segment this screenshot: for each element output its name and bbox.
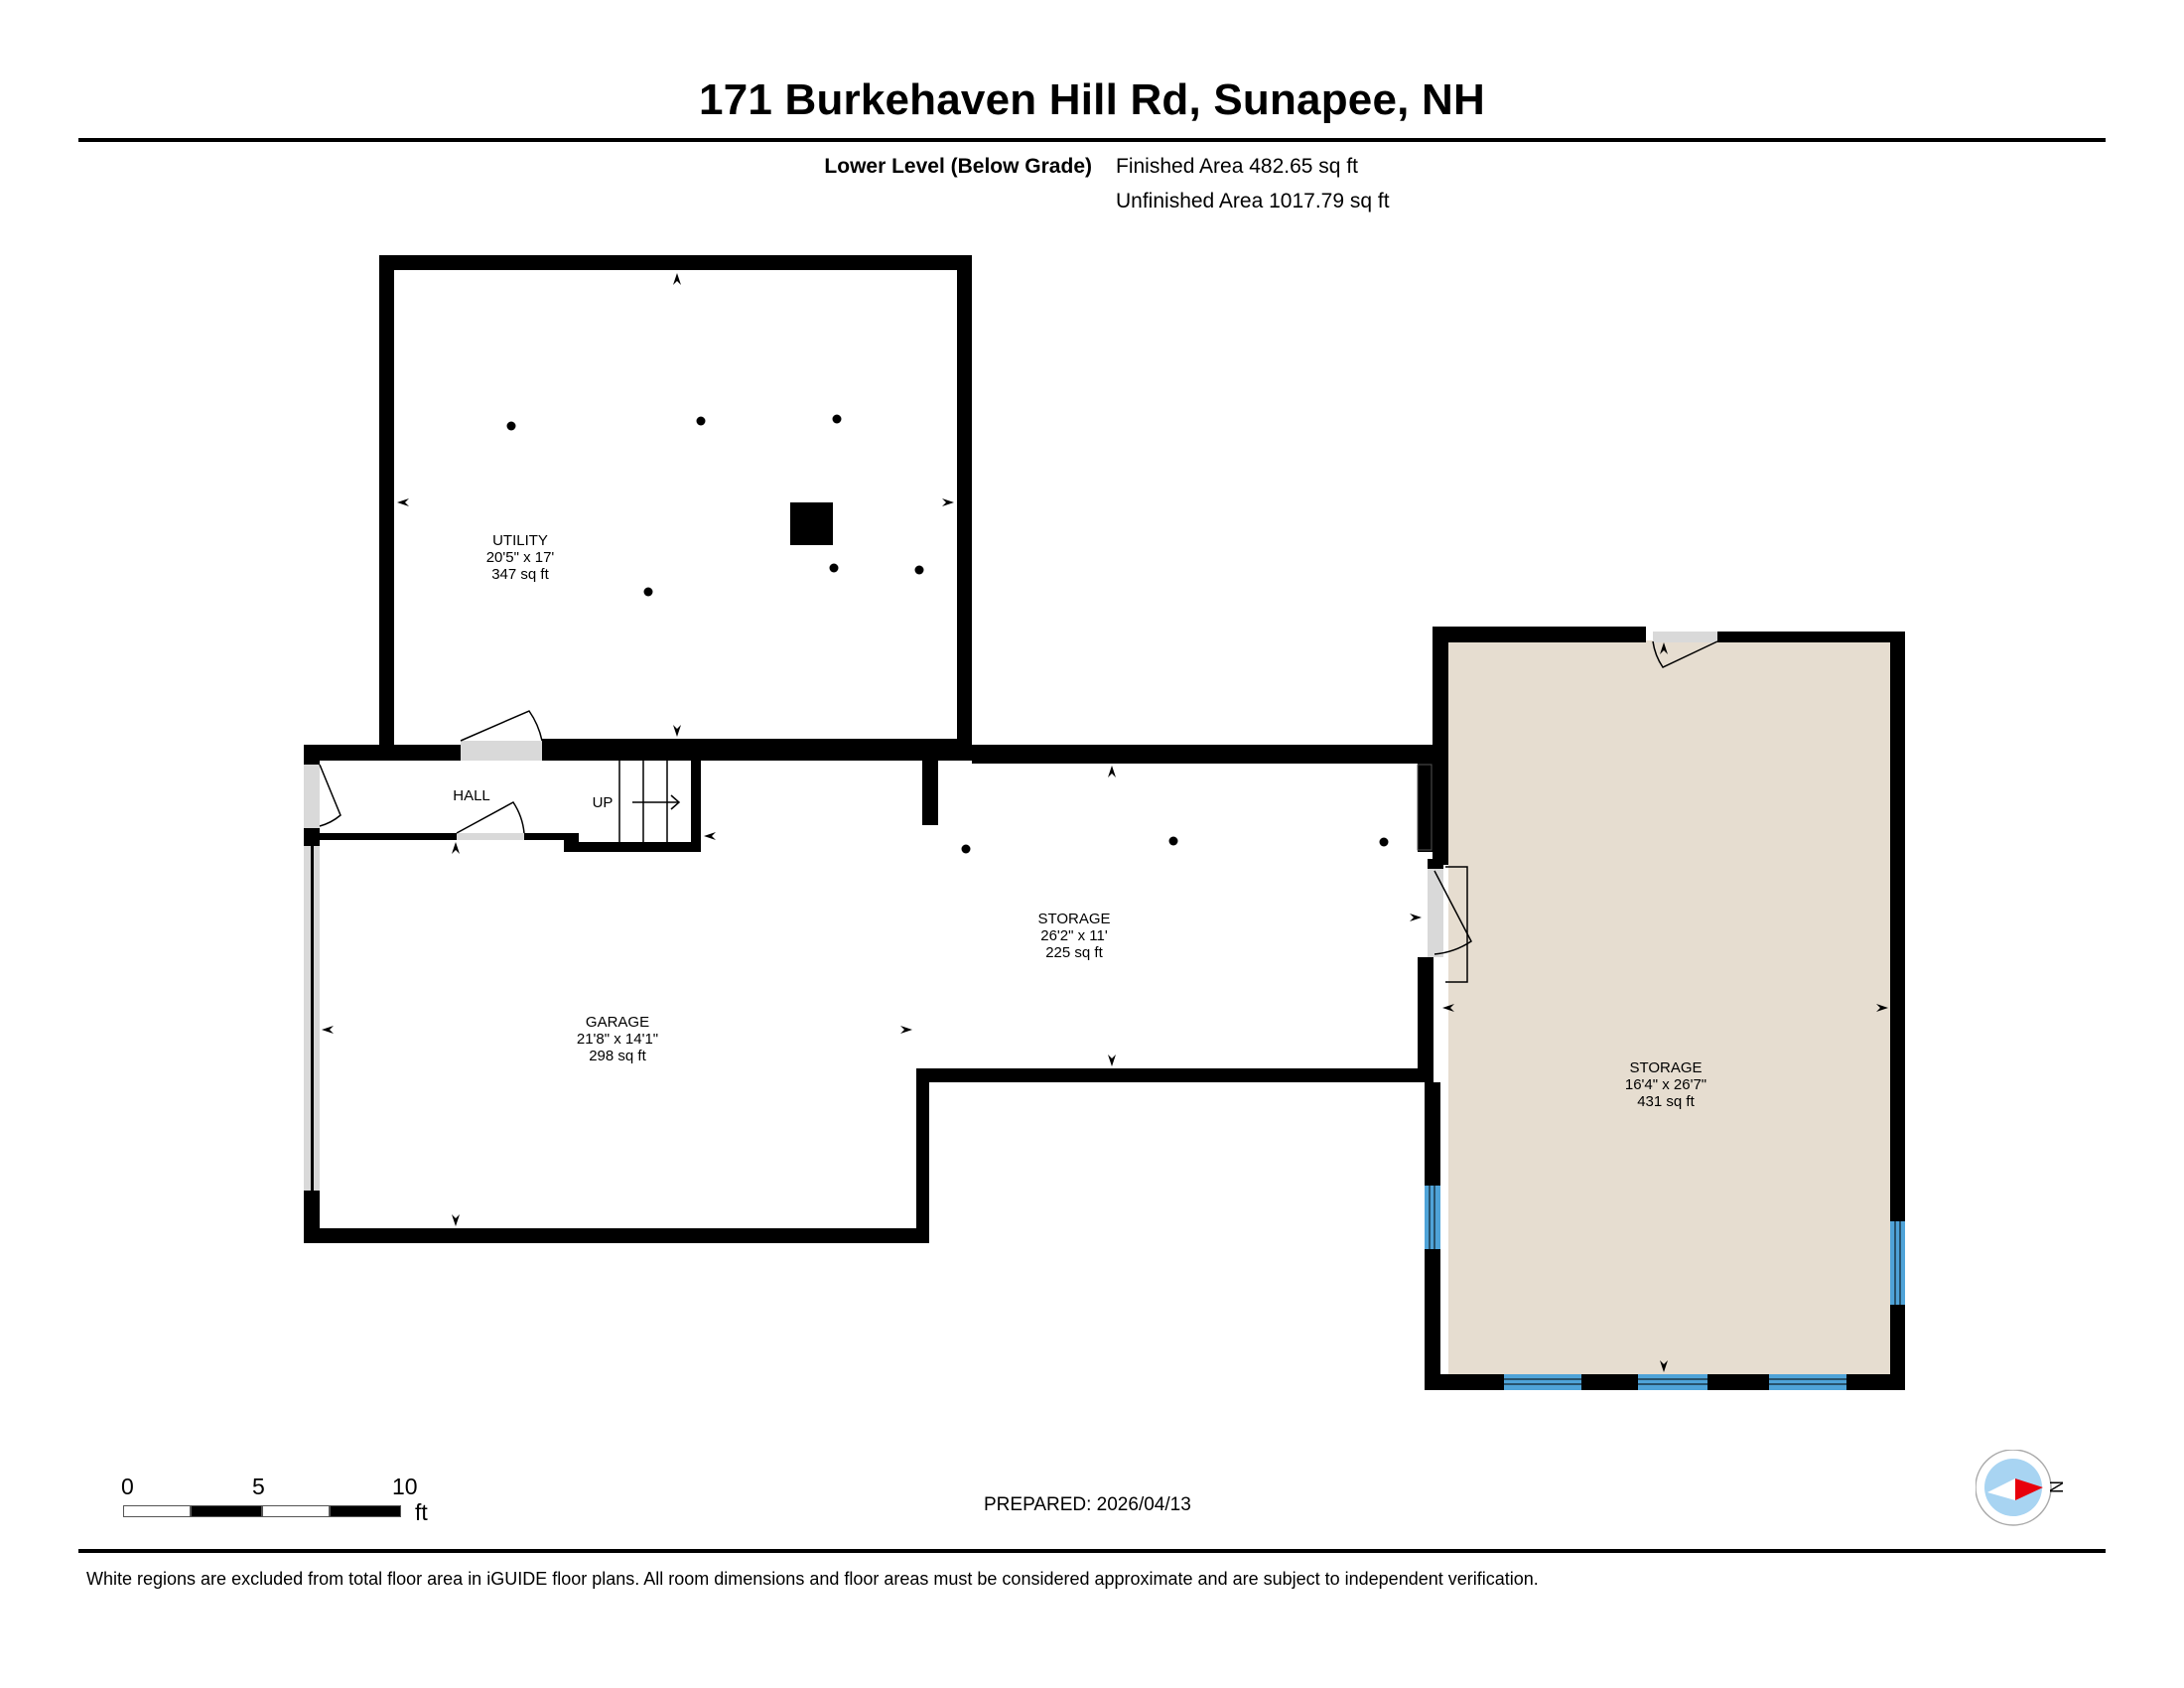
unfinished-area: Unfinished Area 1017.79 sq ft [1116, 190, 1390, 212]
utility-column [790, 502, 833, 545]
page-title: 171 Burkehaven Hill Rd, Sunapee, NH [699, 75, 1485, 124]
disclaimer: White regions are excluded from total fl… [86, 1569, 1539, 1589]
storage-large-area: 431 sq ft [1637, 1093, 1695, 1110]
utility-walls [304, 255, 972, 761]
hall-walls [304, 745, 701, 852]
hall-dimension-arrows [452, 832, 716, 854]
storage-middle-walls [922, 745, 1443, 1082]
header-divider [78, 138, 2106, 142]
garage-label: GARAGE [586, 1014, 649, 1031]
stairs [618, 761, 681, 842]
storage-door-frame [1445, 866, 1468, 983]
storage-large-label: STORAGE [1629, 1059, 1702, 1076]
utility-door-threshold [461, 741, 542, 761]
scale-tick-5: 5 [252, 1474, 265, 1499]
garage-dimension-arrows [322, 1026, 912, 1226]
storage-middle-label: STORAGE [1037, 911, 1110, 927]
scale-tick-0: 0 [121, 1474, 134, 1499]
scale-segment [262, 1505, 330, 1517]
storage-middle-cabinet [1417, 764, 1433, 851]
prepared-date: PREPARED: 2026/04/13 [984, 1494, 1191, 1515]
hall-label: HALL [453, 787, 490, 804]
scale-unit: ft [415, 1499, 428, 1525]
hall-garage-door-swing [456, 801, 525, 834]
garage-dimensions: 21'8" x 14'1" [577, 1031, 658, 1048]
stairs-up-label: UP [593, 794, 614, 811]
storage-door-swing [1433, 870, 1472, 955]
utility-door-swing [460, 710, 543, 742]
compass-north-label: N [2046, 1480, 2065, 1493]
hall-garage-door-threshold [457, 833, 524, 840]
storage-large-dimensions: 16'4" x 26'7" [1625, 1076, 1706, 1093]
hall-exterior-door-swing [319, 764, 341, 827]
scale-bar: 0 5 10 ft [119, 1474, 447, 1533]
garage-door-track [311, 846, 314, 1191]
utility-posts [506, 414, 924, 597]
storage-middle-area: 225 sq ft [1045, 944, 1103, 961]
storage-door-threshold [1428, 869, 1443, 957]
north-compass-icon: N [1976, 1450, 2065, 1526]
footer-divider [78, 1549, 2106, 1553]
storage-middle-dimension-arrows [1108, 766, 1422, 1066]
utility-label: UTILITY [492, 532, 548, 549]
utility-area: 347 sq ft [491, 566, 549, 583]
hall-exterior-door-threshold [304, 765, 320, 828]
garage-area: 298 sq ft [589, 1048, 646, 1064]
utility-dimension-arrows [397, 273, 954, 737]
scale-segment [191, 1505, 262, 1517]
storage-middle-posts [961, 836, 1389, 854]
level-name: Lower Level (Below Grade) [824, 155, 1092, 178]
garage-walls [304, 1068, 1433, 1243]
storage-large-dimension-arrows [1442, 642, 1888, 1372]
finished-area: Finished Area 482.65 sq ft [1116, 155, 1358, 178]
utility-dimensions: 20'5" x 17' [486, 549, 555, 566]
storage-large-door-swing [1652, 640, 1718, 668]
storage-large-door-threshold [1653, 632, 1717, 642]
scale-segment [330, 1505, 401, 1517]
scale-tick-10: 10 [392, 1474, 418, 1499]
storage-middle-dimensions: 26'2" x 11' [1040, 927, 1108, 944]
storage-large-floor [1448, 640, 1890, 1376]
storage-large-windows [1425, 1186, 1905, 1390]
scale-segment [123, 1505, 191, 1517]
